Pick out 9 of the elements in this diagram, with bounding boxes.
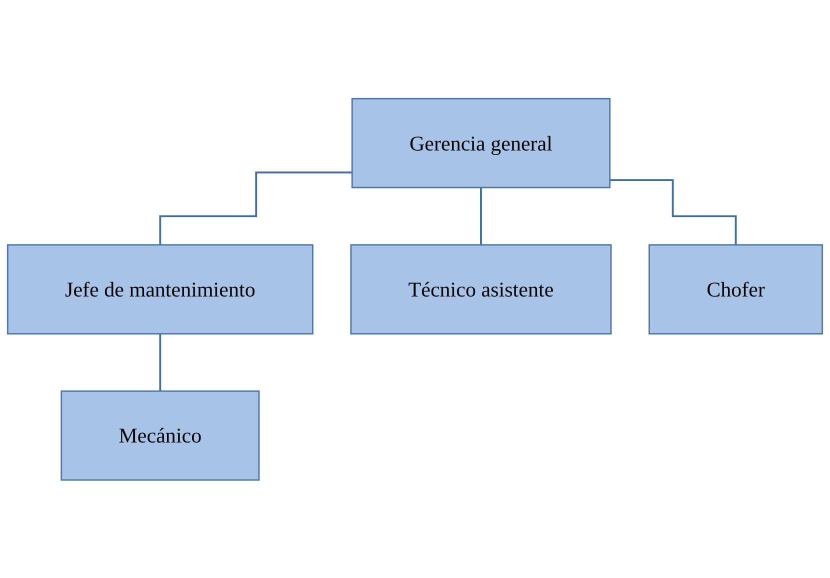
node-box: Chofer — [648, 244, 824, 334]
connector — [610, 178, 737, 246]
node-box: Jefe de mantenimiento — [6, 244, 314, 334]
connector — [159, 332, 162, 392]
connector — [480, 186, 482, 246]
node-box: Mecánico — [60, 390, 260, 480]
node-box: Técnico asistente — [350, 244, 612, 334]
connector — [159, 171, 352, 246]
node-box: Gerencia general — [351, 98, 611, 188]
